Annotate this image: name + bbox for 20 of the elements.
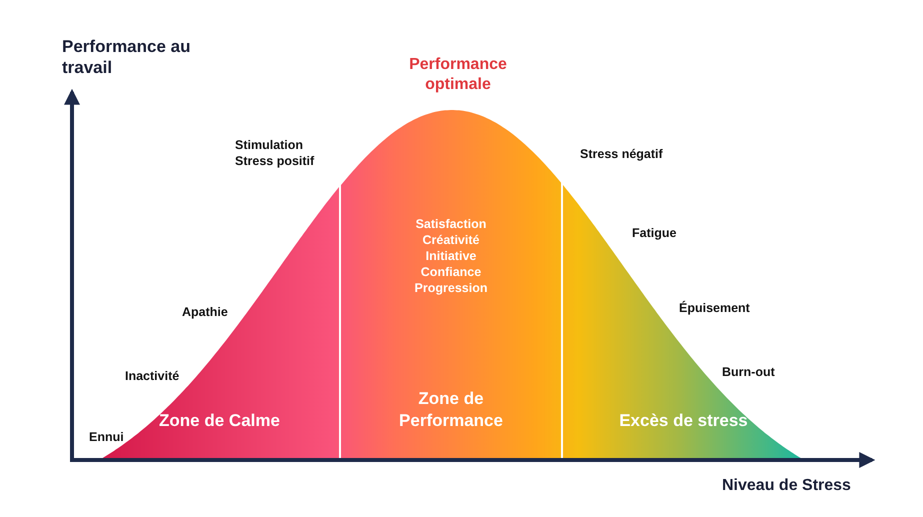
zone-trait: Progression	[414, 280, 488, 296]
zone-title: Zone de Calme	[158, 410, 281, 432]
curve-annotation: Burn-out	[722, 365, 776, 381]
zone-title: Zone de Performance	[398, 388, 504, 432]
curve-annotation: Apathie	[182, 305, 229, 321]
curve-annotation: Épuisement	[679, 301, 751, 317]
curve-zone	[341, 110, 561, 460]
zone-title: Excès de stress	[618, 410, 749, 432]
curve-annotation: Stress négatif	[580, 147, 664, 163]
x-axis-title: Niveau de Stress	[722, 476, 852, 496]
zone-trait: Créativité	[422, 232, 480, 248]
y-axis-title: Performance au travail	[62, 36, 192, 78]
curve-annotation: Ennui	[89, 430, 125, 446]
zone-trait: Satisfaction	[416, 216, 486, 232]
zone-trait: Confiance	[420, 264, 482, 280]
curve-annotation: Fatigue	[632, 226, 678, 242]
curve-annotation: Performance optimale	[408, 55, 508, 95]
curve-annotation: Inactivité	[125, 369, 180, 385]
zone-trait: Initiative	[426, 248, 476, 264]
curve-annotation: Stimulation Stress positif	[235, 138, 316, 170]
